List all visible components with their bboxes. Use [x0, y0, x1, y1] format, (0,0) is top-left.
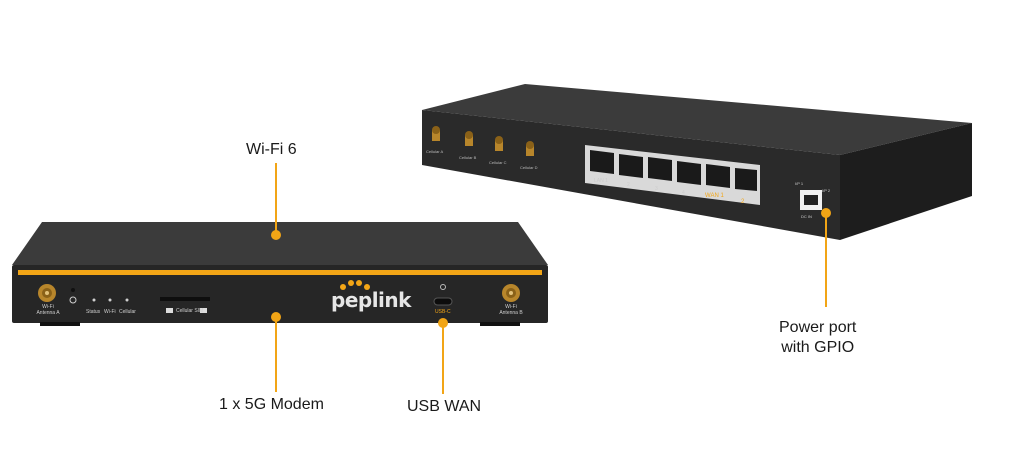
port-wan1-label: WAN 1 [705, 193, 724, 199]
callout-power-line1: Power port [779, 319, 857, 336]
cell-c-label: Cellular C [489, 160, 507, 165]
ethernet-ports [590, 150, 757, 191]
port-wan2-label: 2 [741, 199, 745, 205]
gpio-pins [804, 195, 818, 205]
antenna-b-line1: Wi-Fi [505, 304, 517, 310]
usb-c-label: USB-C [435, 309, 451, 315]
modem-callout-dot [271, 312, 281, 322]
front-face [12, 265, 548, 323]
power-callout-dot [821, 208, 831, 218]
front-antenna-a-label: Wi-Fi Antenna A [34, 304, 62, 316]
antenna-a-line2: Antenna A [36, 310, 60, 316]
sim-label: Cellular SIM [176, 308, 204, 314]
reset-button[interactable] [69, 296, 77, 304]
io2-label: I/P 2 [822, 188, 831, 193]
callout-modem: 1 x 5G Modem [219, 396, 324, 413]
port-4-label: 4 [682, 190, 685, 196]
reset-hole [71, 288, 75, 292]
peplink-logo-dots [340, 280, 370, 290]
callout-power-line2: with GPIO [781, 339, 855, 356]
dcin-label: DC IN [801, 214, 812, 219]
led-status-label: Status [86, 309, 101, 315]
port-lan1-label: LAN 1 [594, 178, 608, 184]
sim-slot[interactable] [160, 297, 210, 301]
cell-a-label: Cellular A [426, 149, 444, 154]
usb-c-icon [440, 284, 446, 290]
cellular-connectors [432, 126, 534, 156]
led-cellular [125, 298, 129, 302]
callout-wifi: Wi-Fi 6 [246, 141, 297, 158]
front-top-surface [12, 222, 548, 265]
front-antenna-b-label: Wi-Fi Antenna B [497, 304, 525, 316]
peplink-logo-text: peplink [331, 288, 411, 312]
rear-side-face [840, 123, 972, 240]
sim-icon-1 [166, 308, 173, 313]
sim-icon-2 [200, 308, 207, 313]
io1-label: I/P 1 [795, 181, 804, 186]
port-2-label: 2 [627, 182, 630, 188]
wifi-callout-dot [271, 230, 281, 240]
cell-d-label: Cellular D [520, 165, 538, 170]
antenna-b-line2: Antenna B [499, 310, 523, 316]
led-wifi [108, 298, 112, 302]
usb-c-port[interactable] [433, 297, 453, 306]
foot-right [480, 322, 520, 326]
antenna-b-connector [502, 284, 520, 302]
orange-stripe [18, 270, 542, 275]
led-status [92, 298, 96, 302]
port-3-label: 3 [655, 186, 658, 192]
led-wifi-label: Wi-Fi [104, 309, 116, 315]
cell-b-label: Cellular B [459, 155, 477, 160]
rear-top-surface [422, 84, 972, 155]
antenna-a-connector [38, 284, 56, 302]
usb-callout-dot [438, 318, 448, 328]
led-cellular-label: Cellular [119, 309, 136, 315]
callout-power: Power port with GPIO [779, 318, 856, 358]
callout-usb-wan: USB WAN [407, 398, 482, 415]
antenna-a-line1: Wi-Fi [42, 304, 54, 310]
foot-left [40, 322, 80, 326]
